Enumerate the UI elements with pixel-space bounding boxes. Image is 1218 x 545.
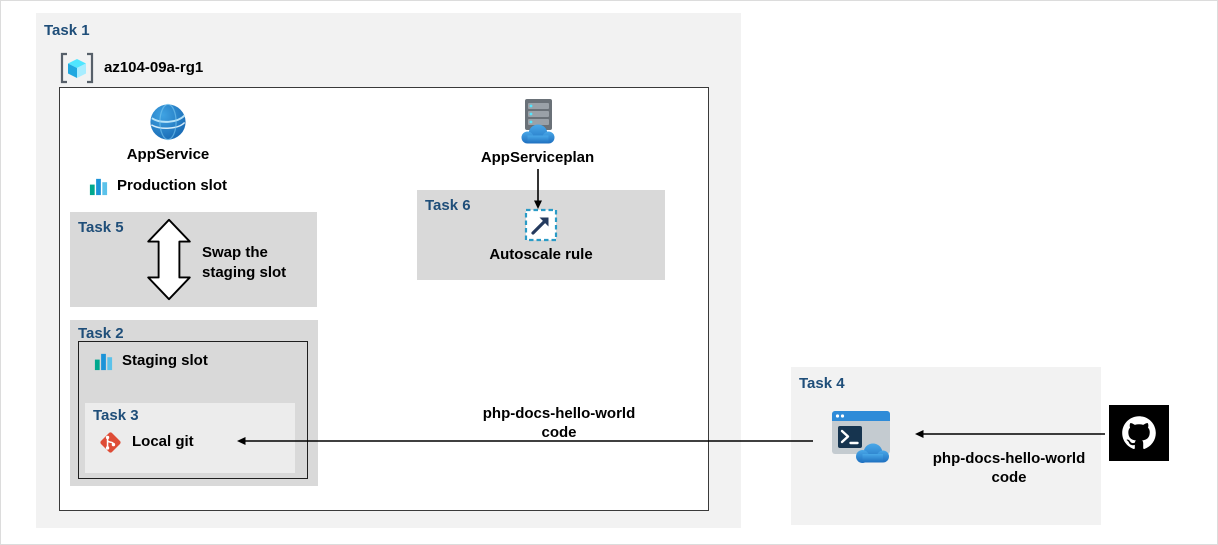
local-git-label: Local git xyxy=(132,433,194,451)
inner-code-label: php-docs-hello-world code xyxy=(482,405,636,441)
task5-label: Task 5 xyxy=(78,219,124,236)
app-service-icon xyxy=(149,103,187,141)
swap-arrow-icon xyxy=(142,217,196,302)
autoscale-icon xyxy=(524,208,558,242)
local-git-node: Local git xyxy=(97,429,194,456)
task5-box: Task 5 Swap the staging slot xyxy=(70,212,317,307)
app-service-label: AppService xyxy=(126,146,210,163)
task4-label: Task 4 xyxy=(799,375,845,392)
staging-slot-frame: Staging slot Task 3 xyxy=(78,341,308,479)
app-service-node: AppService xyxy=(108,103,228,165)
deployment-slot-icon xyxy=(88,176,109,197)
swap-label: Swap the staging slot xyxy=(202,244,287,281)
app-service-plan-label: AppServiceplan xyxy=(480,149,595,166)
task3-label: Task 3 xyxy=(93,407,139,424)
staging-slot-node: Staging slot xyxy=(93,351,208,372)
task3-box: Task 3 xyxy=(85,403,295,473)
autoscale-label: Autoscale rule xyxy=(489,246,593,263)
task6-label: Task 6 xyxy=(425,197,471,214)
task1-label: Task 1 xyxy=(44,22,90,39)
outer-code-label: php-docs-hello-world code xyxy=(932,450,1086,486)
production-slot-node: Production slot xyxy=(88,176,227,197)
resource-group-icon xyxy=(58,51,96,85)
github-icon xyxy=(1109,405,1169,461)
git-icon xyxy=(97,429,124,456)
task2-label: Task 2 xyxy=(78,325,124,342)
production-slot-label: Production slot xyxy=(117,177,227,195)
task2-box: Task 2 Staging slot xyxy=(70,320,318,486)
cloud-shell-icon xyxy=(831,409,893,465)
deployment-slot-icon xyxy=(93,351,114,372)
resource-group-header: az104-09a-rg1 xyxy=(58,51,203,85)
task6-box: Task 6 Autoscale rule xyxy=(417,190,665,280)
task4-box: Task 4 xyxy=(791,367,1101,525)
app-service-plan-node: AppServiceplan xyxy=(455,98,620,168)
resource-group-name: az104-09a-rg1 xyxy=(104,58,204,76)
app-service-container: AppService xyxy=(59,87,709,511)
task1-box: Task 1 az104-09a-rg1 xyxy=(36,13,741,528)
app-service-plan-icon xyxy=(514,98,562,145)
staging-slot-label: Staging slot xyxy=(122,352,208,370)
